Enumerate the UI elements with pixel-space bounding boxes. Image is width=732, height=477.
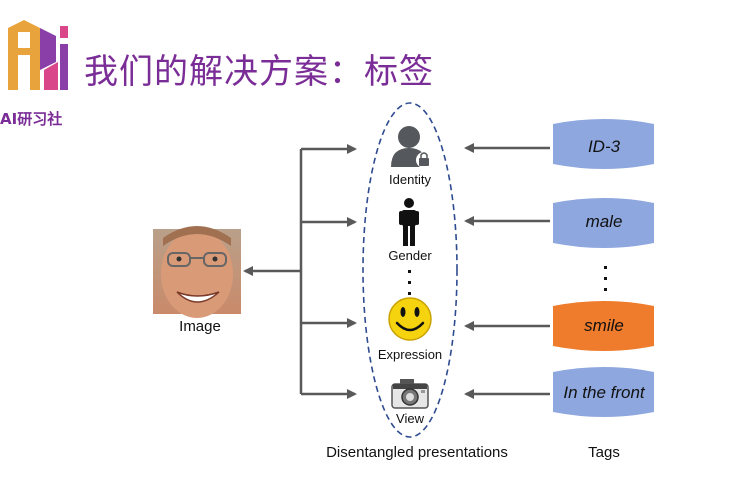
tag-id: ID-3 — [587, 137, 621, 156]
tree-connector — [243, 144, 357, 399]
tags-group-label: Tags — [588, 444, 620, 461]
slide-title: 我们的解决方案：标签 — [84, 52, 434, 92]
identity-label: Identity — [389, 172, 431, 187]
representations-group-label: Disentangled presentations — [326, 444, 508, 461]
smiley-icon — [388, 297, 432, 341]
gender-label: Gender — [388, 248, 432, 263]
view-label: View — [396, 411, 424, 426]
expression-label: Expression — [377, 347, 443, 362]
face-image — [153, 226, 241, 318]
tag-shape-view — [553, 367, 654, 417]
tags-ellipsis — [604, 266, 607, 291]
ai-logo — [8, 20, 68, 90]
representations-ellipsis — [408, 270, 411, 295]
user-lock-icon — [391, 126, 432, 168]
tag-shape-expression — [553, 301, 654, 351]
tag-expression: smile — [584, 316, 624, 335]
tag-arrows — [464, 143, 550, 399]
tag-view: In the front — [563, 383, 645, 402]
person-icon — [399, 198, 419, 246]
image-label: Image — [179, 318, 221, 335]
tag-shape-gender — [553, 198, 654, 248]
camera-icon — [391, 379, 429, 409]
tag-gender: male — [585, 212, 623, 231]
brand-text: AI研习社 — [0, 110, 63, 128]
tag-shape-id — [553, 119, 654, 169]
representations-ellipse — [362, 102, 458, 438]
